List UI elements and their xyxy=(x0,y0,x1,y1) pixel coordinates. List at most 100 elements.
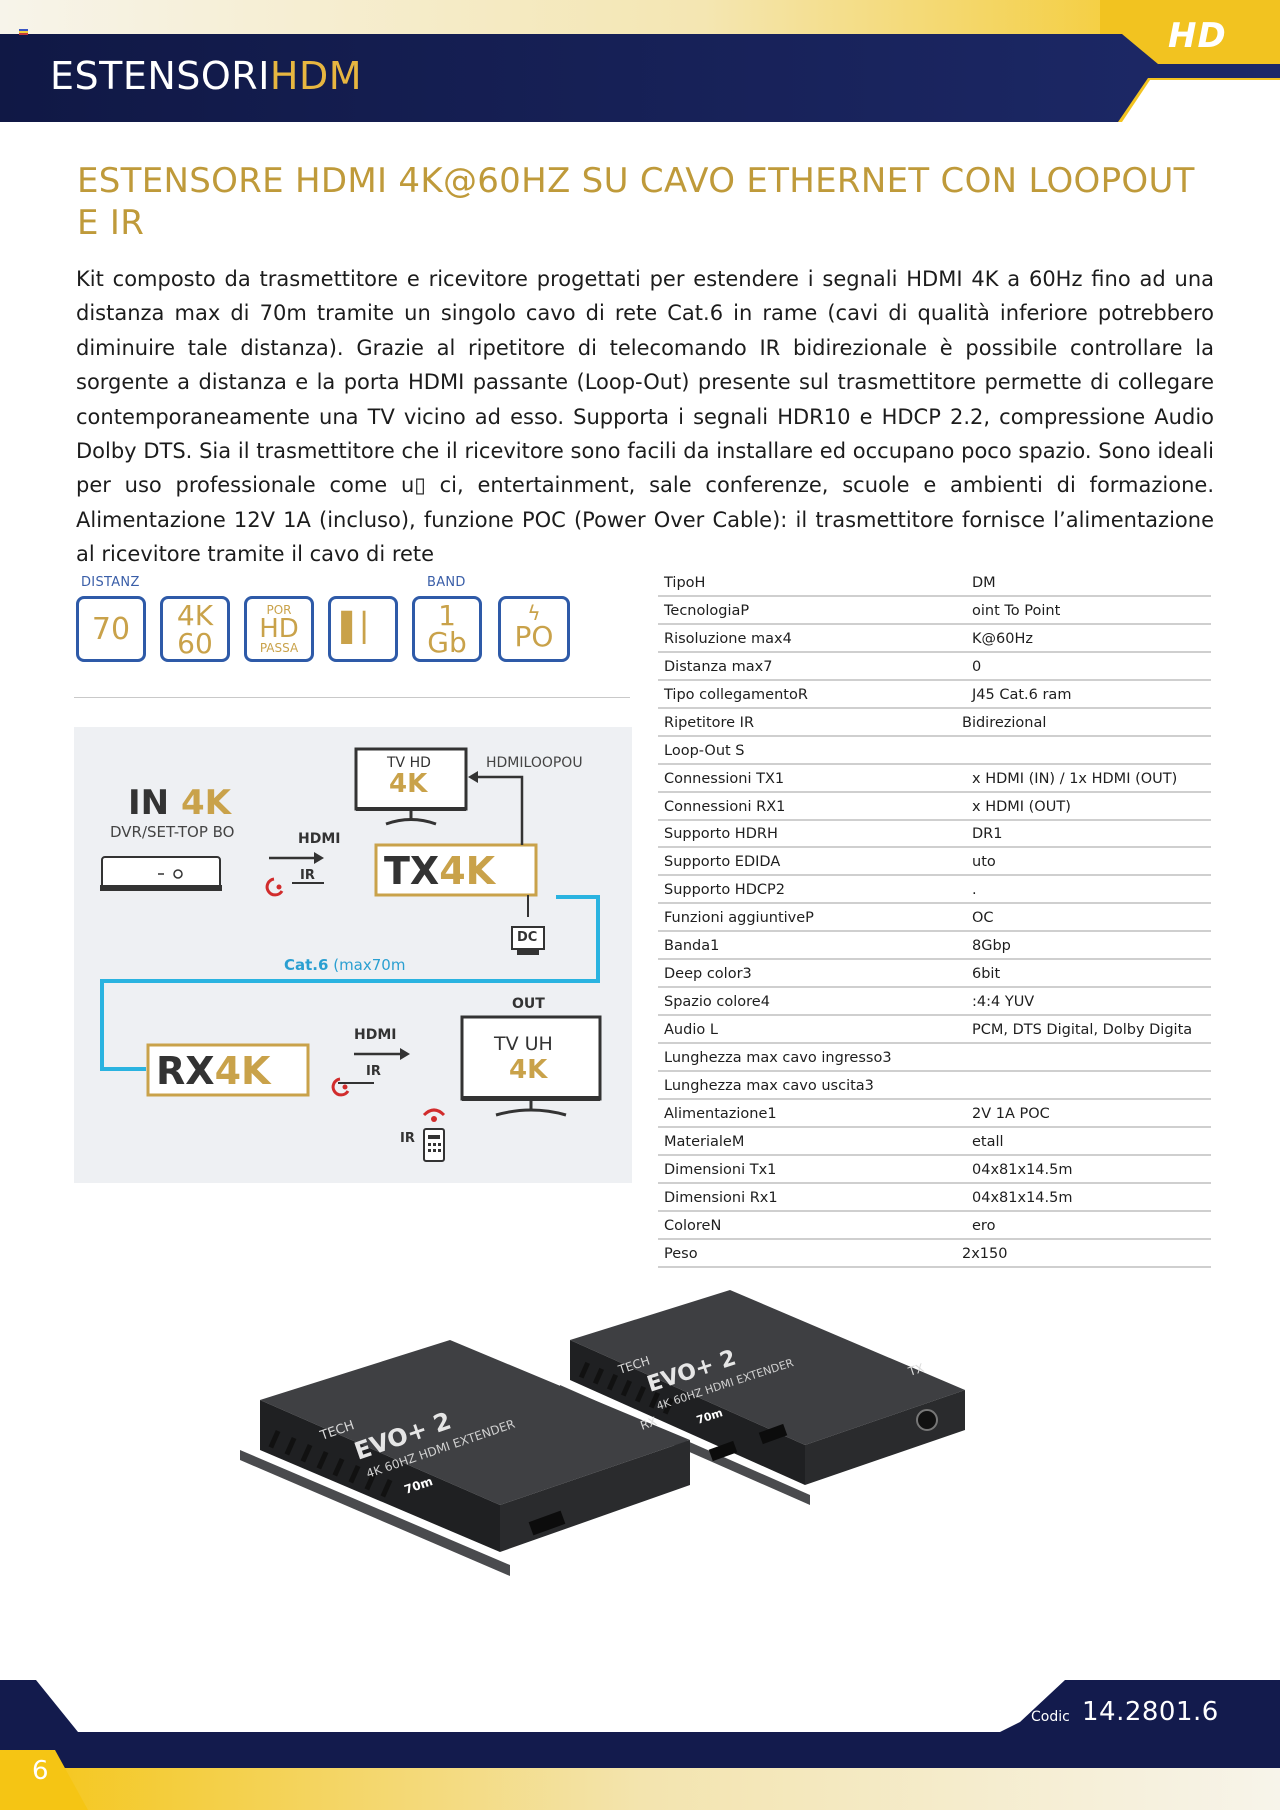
tv-hd-icon xyxy=(354,747,468,826)
spec-value: PCM, DTS Digital, Dolby Digita xyxy=(972,1022,1193,1038)
spec-key: Banda1 xyxy=(664,938,720,955)
spec-row: Lunghezza max cavo ingresso3 xyxy=(658,1045,1211,1072)
spec-row: Lunghezza max cavo uscita3 xyxy=(658,1073,1211,1100)
spec-value: 04x81x14.5m xyxy=(972,1161,1073,1178)
in-sub-label: DVR/SET-TOP BO xyxy=(110,823,235,841)
section-title: ESTENSORIHDM xyxy=(50,54,362,98)
spec-key: Spazio colore4 xyxy=(664,994,770,1011)
rx-tag: RX xyxy=(638,1414,658,1433)
spec-key: Audio L xyxy=(664,1022,718,1038)
spec-value: :4:4 YUV xyxy=(972,994,1035,1011)
dc-label: DC xyxy=(517,930,538,945)
spec-row: Distanza max7 0 xyxy=(658,654,1211,681)
spec-row: Ripetitore IR Bidirezional xyxy=(658,710,1211,737)
spec-row: TecnologiaP oint To Point xyxy=(658,598,1211,625)
spec-value: x HDMI (IN) / 1x HDMI (OUT) xyxy=(972,770,1178,787)
feature-caption-distance: DISTANZ xyxy=(81,575,140,590)
footer-banner xyxy=(0,1680,1280,1810)
spec-value: OC xyxy=(972,910,994,927)
spec-key: Risoluzione max4 xyxy=(664,630,792,647)
spec-row: Loop-Out S xyxy=(658,738,1211,765)
spec-value: 8Gbp xyxy=(972,938,1011,955)
hdmi-loop-icon: POR HD PASSA xyxy=(244,596,314,662)
spec-value: DR1 xyxy=(972,826,1003,843)
spec-value: DM xyxy=(972,575,996,591)
spec-row: Funzioni aggiuntiveP OC xyxy=(658,905,1211,933)
spec-key: Loop-Out S xyxy=(664,742,745,759)
spec-row: Supporto EDIDA uto xyxy=(658,849,1211,877)
spec-value: 0 xyxy=(972,658,982,675)
spec-value: x HDMI (OUT) xyxy=(972,798,1071,815)
spec-key: TecnologiaP xyxy=(664,602,750,619)
spec-key: Connessioni RX1 xyxy=(664,798,786,815)
connection-diagram: IN 4K DVR/SET-TOP BO HDMI IR TV HD 4K HD… xyxy=(74,727,632,1183)
spec-key: Peso xyxy=(664,1245,698,1262)
section-title-part2: HDM xyxy=(269,54,363,98)
spec-value: ero xyxy=(972,1217,996,1234)
ir-remote-icon: ▌▏ xyxy=(328,596,398,662)
spec-key: Funzioni aggiuntiveP xyxy=(664,910,814,927)
spec-key: ColoreN xyxy=(664,1217,722,1234)
spec-key: Lunghezza max cavo ingresso3 xyxy=(664,1049,892,1066)
spec-value: uto xyxy=(972,854,996,871)
flag-icon xyxy=(19,20,28,35)
dvr-box-icon xyxy=(100,856,222,891)
hdmi-label: HDMI xyxy=(298,831,341,847)
diagram-graphics xyxy=(100,747,602,1162)
spec-value: 2V 1A POC xyxy=(972,1105,1050,1122)
spec-key: Alimentazione1 xyxy=(664,1105,777,1122)
spec-row: TipoH DM xyxy=(658,570,1211,597)
divider xyxy=(74,697,630,698)
header-banner xyxy=(0,0,1280,122)
ir-label: IR xyxy=(300,868,315,883)
spec-key: Ripetitore IR xyxy=(664,714,755,731)
spec-row: Risoluzione max4 K@60Hz xyxy=(658,626,1211,653)
spec-row: Connessioni TX1 x HDMI (IN) / 1x HDMI (OU… xyxy=(658,766,1211,793)
remote-icon xyxy=(422,1108,446,1162)
spec-key: Lunghezza max cavo uscita3 xyxy=(664,1077,874,1094)
spec-value: etall xyxy=(972,1133,1004,1150)
loopout-label: HDMILOOPOU xyxy=(486,755,583,771)
codice-label: Codic xyxy=(1031,1709,1070,1725)
spec-value: Bidirezional xyxy=(962,714,1047,731)
spec-row: Alimentazione1 2V 1A POC xyxy=(658,1101,1211,1128)
spec-value: oint To Point xyxy=(972,602,1061,619)
hdmi-label-2: HDMI xyxy=(354,1027,397,1043)
tv-uhd-icon xyxy=(460,1015,602,1117)
distance-icon: 70 xyxy=(76,596,146,662)
rx-unit-image xyxy=(240,1340,690,1576)
spec-row: Banda1 8Gbp xyxy=(658,933,1211,961)
spec-key: Distanza max7 xyxy=(664,658,773,675)
spec-key: Connessioni TX1 xyxy=(664,770,785,787)
spec-key: MaterialeM xyxy=(664,1133,745,1150)
spec-value: 04x81x14.5m xyxy=(972,1189,1073,1206)
spec-key: TipoH xyxy=(664,575,706,591)
spec-row: MaterialeM etall xyxy=(658,1129,1211,1156)
resolution-icon: 4K 60 xyxy=(160,596,230,662)
spec-key: Deep color3 xyxy=(664,966,752,983)
remote-ir-label: IR xyxy=(400,1131,415,1146)
tx-tag: TX xyxy=(906,1361,926,1379)
spec-key: Supporto HDCP2 xyxy=(664,882,785,899)
spec-key: Supporto EDIDA xyxy=(664,854,781,871)
spec-row: Audio L PCM, DTS Digital, Dolby Digita xyxy=(658,1017,1211,1044)
tv-bottom-label: TV UH xyxy=(494,1033,553,1055)
spec-row: Spazio colore4 :4:4 YUV xyxy=(658,989,1211,1017)
tx-label: TX4K xyxy=(384,849,496,893)
out-label: OUT xyxy=(512,996,545,1012)
codice-value: 14.2801.6 xyxy=(1082,1697,1219,1727)
tv-top-label: TV HD xyxy=(387,755,431,771)
product-title: ESTENSORE HDMI 4K@60HZ SU CAVO ETHERNET … xyxy=(77,161,1195,243)
in-label: IN 4K xyxy=(128,783,231,823)
spec-value: K@60Hz xyxy=(972,630,1033,647)
feature-caption-band: BAND xyxy=(427,575,466,590)
spec-row: ColoreN ero xyxy=(658,1213,1211,1240)
spec-row: Supporto HDCP2. xyxy=(658,877,1211,905)
poc-icon: ϟ PO xyxy=(498,596,570,662)
